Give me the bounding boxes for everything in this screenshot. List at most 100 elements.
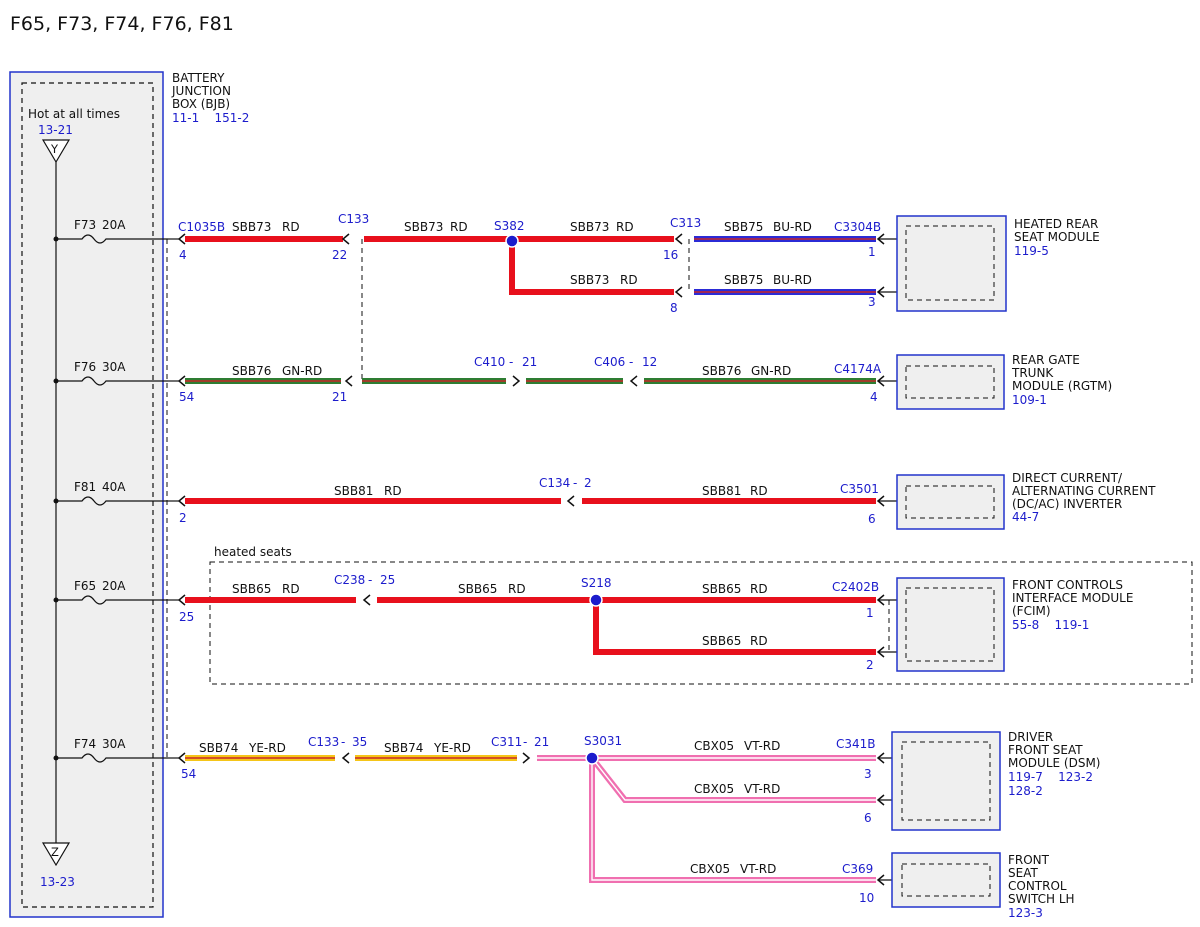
heated-seats-group-outline xyxy=(209,561,1193,685)
pin-label: 21 xyxy=(522,355,537,369)
module-refs: 109-1 xyxy=(1012,393,1047,407)
wire-color-label: VT-RD xyxy=(740,862,776,876)
hot-at-all-times-label: Hot at all times xyxy=(28,107,120,121)
module-name-line: MODULE (DSM) xyxy=(1008,756,1100,770)
connector-chevron-icon xyxy=(674,286,683,298)
pin-label: 25 xyxy=(380,573,395,587)
wire-circuit-label: CBX05 xyxy=(694,782,734,796)
fuse-amps: 30A xyxy=(102,737,126,751)
module-name-line: HEATED REAR xyxy=(1014,217,1098,231)
splice-s382 xyxy=(505,234,519,248)
battery-junction-box: BATTERY JUNCTION BOX (BJB) 11-1 151-2 Ho… xyxy=(9,71,249,918)
splice-s3031 xyxy=(585,751,599,765)
module-name-line: MODULE (RGTM) xyxy=(1012,379,1112,393)
wire-color-label: RD xyxy=(282,220,300,234)
wire-circuit-label: SBB73 xyxy=(232,220,271,234)
bjb-refs: 11-1 151-2 xyxy=(172,111,249,125)
wire-circuit-label: SBB65 xyxy=(702,634,741,648)
fuse-symbol-icon xyxy=(56,595,168,605)
pin-label: 2 xyxy=(866,658,874,672)
pin-label: 21 xyxy=(534,735,549,749)
svg-text:-: - xyxy=(509,355,513,369)
wire-circuit-label: SBB74 xyxy=(384,741,423,755)
heated-seats-group-label: heated seats xyxy=(214,545,292,559)
connector-label: C406 xyxy=(594,355,625,369)
connector-chevron-icon xyxy=(344,375,353,387)
circuit-sbb81: 2 SBB81 RD C134 - 2 SBB81 RD C3501 6 xyxy=(168,476,906,526)
connector-chevron-icon xyxy=(177,594,186,606)
connector-chevron-icon xyxy=(177,495,186,507)
module-name-line: DIRECT CURRENT/ xyxy=(1012,471,1123,485)
wire-circuit-label: SBB65 xyxy=(458,582,497,596)
svg-text:-: - xyxy=(629,355,633,369)
wire-color-label: BU-RD xyxy=(773,273,812,287)
wire-color-label: RD xyxy=(750,582,768,596)
module-front-seat-control-switch: FRONT SEAT CONTROL SWITCH LH 123-3 xyxy=(891,852,1075,920)
connector-label: C313 xyxy=(670,216,701,230)
module-name-line: FRONT CONTROLS xyxy=(1012,578,1123,592)
module-name-line: INTERFACE MODULE xyxy=(1012,591,1133,605)
fuse-f73: F73 20A xyxy=(53,218,168,244)
connector-label: C3501 xyxy=(840,482,879,496)
fuse-amps: 40A xyxy=(102,480,126,494)
pin-label: 6 xyxy=(864,811,872,825)
bjb-outline xyxy=(9,71,164,918)
wire-color-label: BU-RD xyxy=(773,220,812,234)
fuse-symbol-icon xyxy=(56,234,168,244)
module-refs: 55-8 119-1 xyxy=(1012,618,1089,632)
svg-text:-: - xyxy=(523,735,527,749)
connector-label: C133 xyxy=(338,212,369,226)
wire-circuit-label: CBX05 xyxy=(694,739,734,753)
module-refs: 119-5 xyxy=(1014,244,1049,258)
wire-color-label: RD xyxy=(620,273,638,287)
wire-circuit-label: SBB73 xyxy=(570,273,609,287)
splice-s218 xyxy=(589,593,603,607)
wire-color-label: RD xyxy=(750,634,768,648)
wire-color-label: YE-RD xyxy=(248,741,286,755)
pin-label: 4 xyxy=(179,248,187,262)
connector-chevron-icon xyxy=(177,375,186,387)
circuit-sbb74: 54 SBB74 YE-RD C133 - 35 SBB74 YE-RD C31… xyxy=(168,734,902,905)
bjb-inner-outline xyxy=(21,82,154,908)
connector-chevron-icon xyxy=(341,233,350,245)
pin-label: 4 xyxy=(870,390,878,404)
module-refs: 123-3 xyxy=(1008,906,1043,920)
fuse-amps: 30A xyxy=(102,360,126,374)
connector-label: C311 xyxy=(491,735,522,749)
connector-label: C133 xyxy=(308,735,339,749)
wire-circuit-label: SBB75 xyxy=(724,273,763,287)
pin-label: 1 xyxy=(868,245,876,259)
pin-label: 35 xyxy=(352,735,367,749)
fuse-symbol-icon xyxy=(56,496,168,506)
circuit-sbb76: 54 SBB76 GN-RD 21 C410 - 21 C406 - 12 SB… xyxy=(168,355,906,404)
connector-label: C2402B xyxy=(832,580,879,594)
wire-color-label: RD xyxy=(384,484,402,498)
pin-label: 3 xyxy=(868,295,876,309)
module-name-line: SWITCH LH xyxy=(1008,892,1075,906)
wire-circuit-label: SBB65 xyxy=(702,582,741,596)
pin-label: 6 xyxy=(868,512,876,526)
connector-chevron-icon xyxy=(362,594,371,606)
wire-color-label: VT-RD xyxy=(744,782,780,796)
wire-circuit-label: SBB75 xyxy=(724,220,763,234)
wire-color-label: RD xyxy=(508,582,526,596)
module-name-line: REAR GATE xyxy=(1012,353,1080,367)
module-name-line: SEAT MODULE xyxy=(1014,230,1100,244)
fuse-f65: F65 20A xyxy=(53,579,168,605)
wire-circuit-label: SBB73 xyxy=(404,220,443,234)
module-dsm: DRIVER FRONT SEAT MODULE (DSM) 119-7 123… xyxy=(891,730,1100,831)
module-name-line: DRIVER xyxy=(1008,730,1053,744)
connector-chevron-icon xyxy=(341,752,350,764)
z-bus-symbol: Z xyxy=(51,845,59,859)
y-bus-triangle-icon xyxy=(41,139,71,164)
fuse-name: F65 xyxy=(74,579,96,593)
connector-chevron-icon xyxy=(629,375,638,387)
connector-chevron-icon xyxy=(522,752,531,764)
wire-color-label: RD xyxy=(616,220,634,234)
module-name-line: CONTROL xyxy=(1008,879,1067,893)
module-refs: 44-7 xyxy=(1012,510,1039,524)
bjb-name-line-2: JUNCTION xyxy=(171,84,231,98)
pin-label: 54 xyxy=(181,767,196,781)
pin-label: 1 xyxy=(866,606,874,620)
